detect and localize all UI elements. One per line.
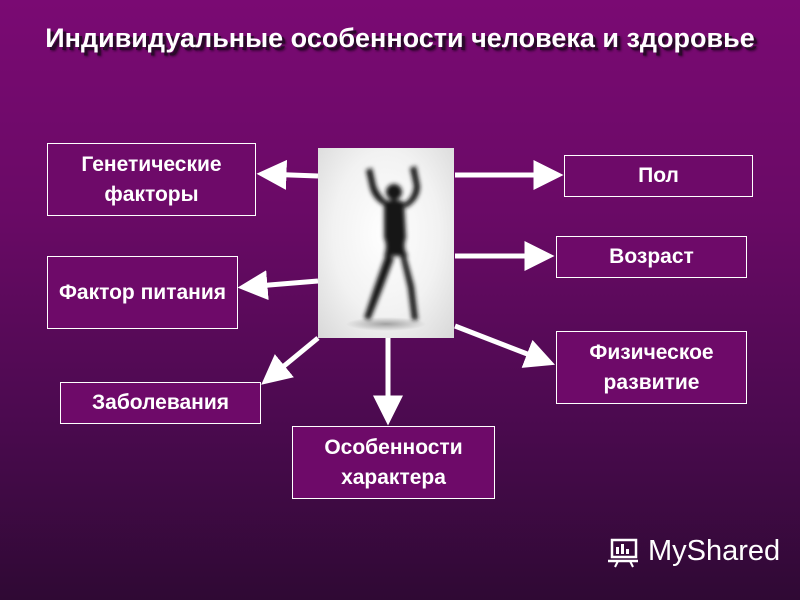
arrow-to-genetic (256, 159, 319, 190)
watermark-text: MyShared (648, 534, 781, 567)
arrow-to-physical (454, 323, 555, 368)
box-physical-development: Физическое развитие (556, 331, 747, 404)
person-silhouette-image (318, 148, 454, 338)
box-age: Возраст (556, 236, 747, 278)
slide-title: Индивидуальные особенности человека и зд… (45, 23, 755, 53)
box-nutrition-factor: Фактор питания (47, 256, 238, 329)
box-sex: Пол (564, 155, 753, 197)
myshared-logo-icon (608, 538, 638, 568)
myshared-watermark: MyShared (606, 534, 780, 568)
arrow-to-diseases (261, 336, 320, 385)
arrow-to-nutrition (237, 270, 319, 301)
box-character-features: Особенности характера (292, 426, 495, 499)
box-diseases: Заболевания (60, 382, 261, 424)
box-genetic-factors: Генетические факторы (47, 143, 256, 216)
